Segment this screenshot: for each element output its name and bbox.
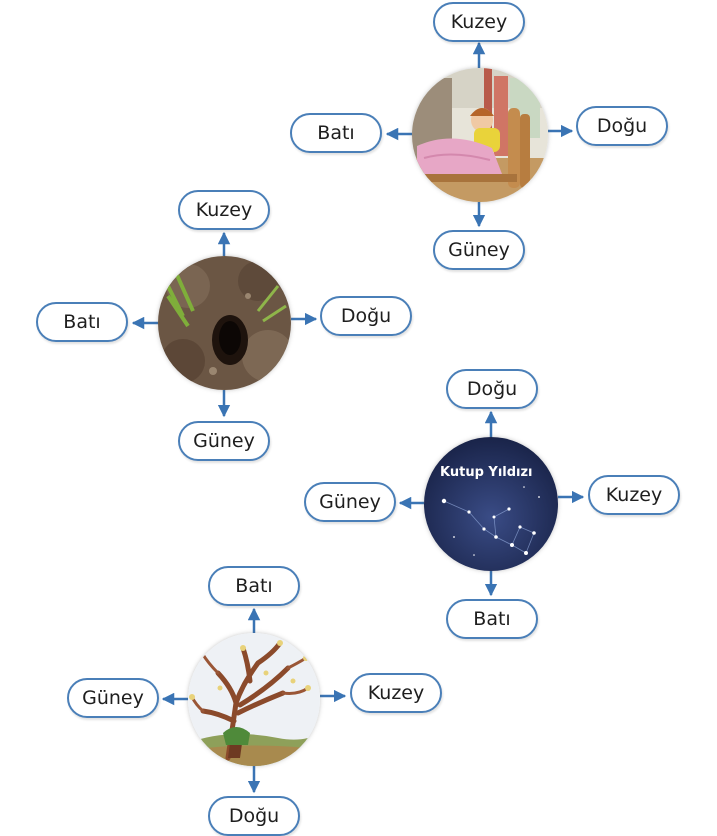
polaris-label: Kutup Yıldızı (440, 465, 533, 480)
label-top: Kuzey (433, 2, 525, 42)
label-left: Batı (290, 113, 382, 153)
label-right: Kuzey (588, 475, 680, 515)
label-right: Kuzey (350, 673, 442, 713)
label-left: Batı (36, 302, 128, 342)
label-bottom: Doğu (208, 796, 300, 836)
tree-image (188, 633, 320, 766)
label-top: Doğu (446, 369, 538, 409)
label-right: Doğu (320, 296, 412, 336)
child-sleeping-in-bed-image (412, 68, 548, 202)
label-top: Batı (208, 566, 300, 606)
label-top: Kuzey (178, 190, 270, 230)
label-bottom: Güney (433, 230, 525, 270)
label-right: Doğu (576, 106, 668, 146)
label-bottom: Batı (446, 599, 538, 639)
label-left: Güney (67, 678, 159, 718)
animal-burrow-hole-image (158, 256, 291, 390)
night-sky-constellation-image (424, 437, 558, 571)
label-bottom: Güney (178, 421, 270, 461)
label-left: Güney (304, 482, 396, 522)
